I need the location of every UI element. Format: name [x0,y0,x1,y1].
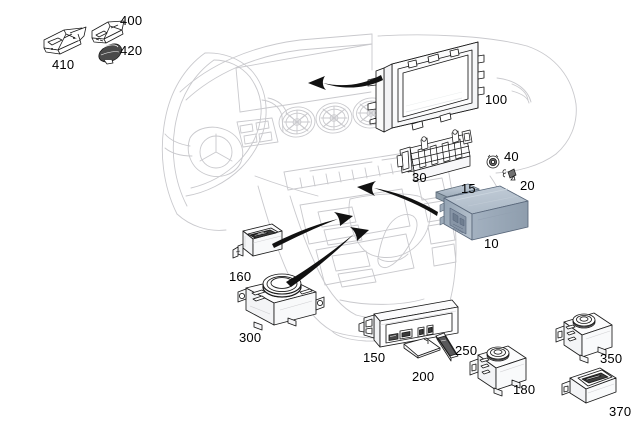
arrow-display-to-dash [308,75,383,90]
arrow-controller-to-console [286,227,369,287]
callout-100[interactable]: 100 [485,92,508,107]
callout-410[interactable]: 410 [52,57,75,72]
part-10-head-unit [439,185,529,241]
part-30-display-bracket [396,129,473,182]
callout-180[interactable]: 180 [513,382,536,397]
callout-40[interactable]: 40 [504,149,519,164]
part-420-roof-aerial-base [98,43,122,65]
callout-400[interactable]: 400 [120,13,143,28]
arrow-headunit-to-console [357,181,438,216]
callout-15[interactable]: 15 [461,181,476,196]
part-150-media-interface-panel [358,299,459,348]
callout-30[interactable]: 30 [412,170,427,185]
part-20-retaining-clip [502,168,517,181]
part-370-flat-switch [561,367,617,404]
part-160-interface-module [232,223,283,259]
callout-150[interactable]: 150 [363,350,386,365]
part-100-central-display [367,41,485,133]
callout-300[interactable]: 300 [239,330,262,345]
callout-200[interactable]: 200 [412,369,435,384]
callout-420[interactable]: 420 [120,43,143,58]
assembly-arrows [272,75,438,287]
part-180-rotary-switch [469,345,527,397]
part-400-aerial-module [91,20,125,44]
part-200-sd-card [403,337,441,359]
callout-20[interactable]: 20 [520,178,535,193]
callout-160[interactable]: 160 [229,269,252,284]
callout-370[interactable]: 370 [609,404,632,419]
part-40-grommet [486,154,500,169]
part-350-rotary-switch [555,312,613,364]
callout-350[interactable]: 350 [600,351,623,366]
part-250-release-tool [435,332,459,362]
callout-250[interactable]: 250 [455,343,478,358]
arrow-module160-to-console [272,212,353,248]
part-410-antenna-amplifier [43,26,87,55]
callout-10[interactable]: 10 [484,236,499,251]
